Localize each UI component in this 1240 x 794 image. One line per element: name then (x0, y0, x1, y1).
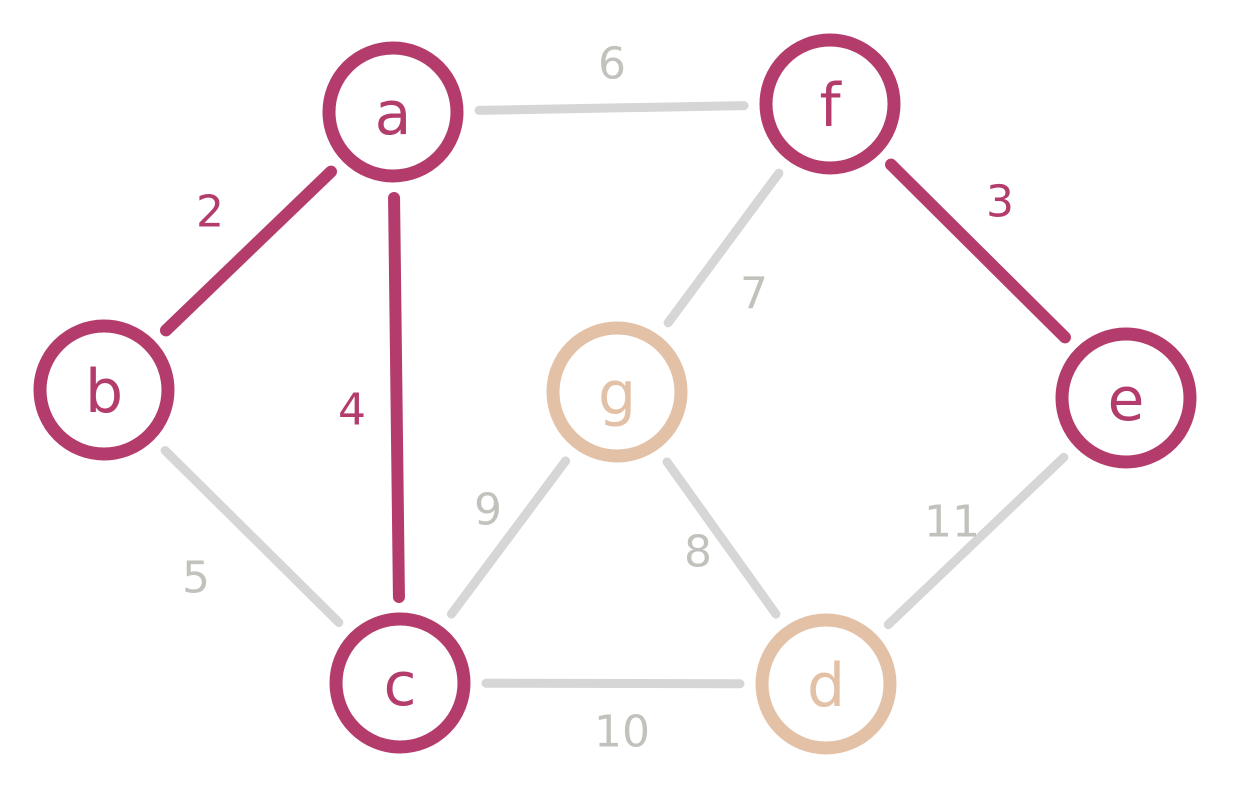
node-c: c (329, 612, 471, 754)
node-label-c: c (384, 650, 417, 720)
node-a: a (322, 41, 464, 183)
node-e: e (1055, 327, 1197, 469)
edge-weights-layer: 2 4 6 3 7 5 9 8 10 11 (182, 39, 1014, 758)
edge-weight-e-d: 11 (924, 497, 980, 548)
node-circle-g (546, 321, 688, 463)
edges-layer (159, 101, 1071, 689)
node-d: d (755, 613, 897, 755)
node-label-b: b (85, 357, 123, 427)
edge-c-g (446, 456, 571, 619)
node-circle-f (759, 33, 901, 175)
node-circle-c (329, 612, 471, 754)
node-circle-b (33, 319, 175, 461)
edge-c-d (481, 678, 745, 689)
node-label-d: d (807, 651, 845, 721)
nodes-layer: a b c d e f g (33, 33, 1197, 755)
edge-a-f (474, 101, 749, 115)
edge-a-b (159, 165, 338, 337)
edge-weight-a-c: 4 (338, 385, 366, 436)
edge-b-c (160, 446, 344, 627)
edge-weight-a-f: 6 (598, 39, 626, 90)
node-label-f: f (819, 71, 842, 141)
node-circle-e (1055, 327, 1197, 469)
edge-weight-c-g: 9 (474, 485, 502, 536)
node-f: f (759, 33, 901, 175)
edge-f-g (663, 168, 784, 328)
edge-g-d (662, 457, 781, 619)
edge-weight-a-b: 2 (196, 187, 224, 238)
node-label-g: g (598, 359, 636, 429)
node-label-e: e (1108, 365, 1145, 435)
node-label-a: a (375, 79, 412, 149)
edge-weight-b-c: 5 (182, 553, 210, 604)
node-circle-d (755, 613, 897, 755)
edge-weight-g-d: 8 (684, 527, 712, 578)
edge-weight-c-d: 10 (594, 707, 650, 758)
node-g: g (546, 321, 688, 463)
edge-f-e (885, 158, 1071, 344)
edge-a-c (388, 191, 405, 604)
node-b: b (33, 319, 175, 461)
edge-e-d (883, 452, 1069, 630)
node-circle-a (322, 41, 464, 183)
edge-weight-f-g: 7 (740, 269, 768, 320)
edge-weight-f-e: 3 (986, 177, 1014, 228)
